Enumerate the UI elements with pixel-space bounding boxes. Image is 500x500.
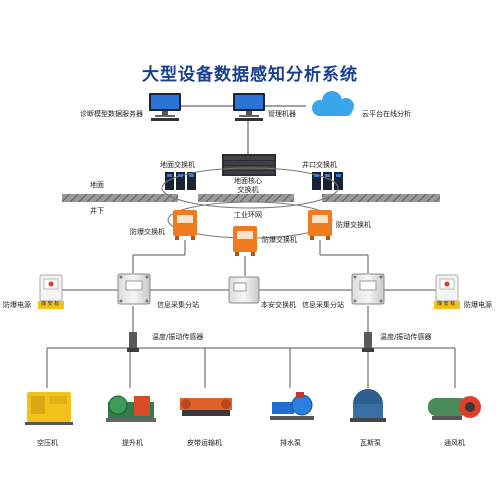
- cloud-label: 云平台在线分析: [362, 110, 411, 118]
- wellhead-switch-icon: [312, 172, 343, 190]
- equipment-label-belt-conveyor: 皮带运输机: [187, 439, 222, 447]
- equipment-label-drainage-pump: 排水泵: [280, 439, 301, 447]
- ground-ring: [161, 167, 339, 209]
- sensor-left-icon: [127, 332, 139, 352]
- explosion-proof-switch-center-icon: [233, 226, 257, 256]
- power-supply-left-icon: [38, 274, 64, 309]
- sensor-right-icon: [362, 332, 374, 352]
- intrinsic-safe-switch-icon: [228, 276, 260, 304]
- hoist-icon: [106, 395, 156, 422]
- downlink-lines: [46, 240, 456, 388]
- equipment-label-air-compressor: 空压机: [37, 439, 58, 447]
- sensor-left-label: 温度/振动传感器: [152, 333, 204, 341]
- core-switch-rack-icon: [222, 154, 276, 176]
- acquisition-station-left-label: 信息采集分站: [157, 301, 199, 309]
- ground-switch-icon: [165, 172, 196, 190]
- power-supply-right-icon: [434, 274, 460, 309]
- equipment-label-ventilator: 通风机: [444, 439, 465, 447]
- explosion-proof-switch-right-label: 防爆交换机: [336, 221, 371, 229]
- explosion-proof-switch-right-icon: [308, 210, 332, 240]
- equipment-label-hoist: 提升机: [122, 439, 143, 447]
- ventilator-icon: [428, 396, 481, 420]
- belt-conveyor-icon: [180, 398, 232, 416]
- diagnostic-server-icon: [149, 93, 181, 121]
- acquisition-station-right-icon: [351, 273, 385, 305]
- core-switch-label: 地面核心 交换机: [234, 177, 262, 195]
- diagnostic-server-label: 诊断模型数据服务器: [80, 110, 143, 118]
- explosion-proof-switch-left-label: 防爆交换机: [130, 228, 165, 236]
- ground-below-label: 井下: [90, 207, 104, 215]
- air-compressor-icon: [25, 392, 73, 425]
- power-supply-right-label: 防爆电源: [464, 301, 492, 309]
- industrial-ring-label: 工业环网: [234, 211, 262, 219]
- ground-level-bar: [62, 194, 440, 202]
- ground-switch-label: 地面交换机: [160, 161, 195, 169]
- admin-label: 管理机器: [268, 110, 296, 118]
- page-title: 大型设备数据感知分析系统: [142, 65, 358, 85]
- admin-computer-icon: [233, 93, 265, 121]
- ground-above-label: 地面: [90, 181, 104, 189]
- wellhead-switch-label: 井口交换机: [302, 161, 337, 169]
- cloud-icon: [312, 91, 354, 116]
- drainage-pump-icon: [270, 392, 314, 420]
- acquisition-station-left-icon: [117, 273, 151, 305]
- gas-pump-icon: [350, 389, 386, 422]
- explosion-proof-switch-center-label: 防爆交换机: [262, 236, 297, 244]
- explosion-proof-switch-left-icon: [173, 210, 197, 240]
- intrinsic-safe-switch-label: 本安交换机: [261, 301, 296, 309]
- equipment-label-gas-pump: 瓦斯泵: [360, 439, 381, 447]
- sensor-right-label: 温度/振动传感器: [380, 333, 432, 341]
- power-box-text-right: 煤 安 标: [437, 301, 456, 307]
- acquisition-station-right-label: 信息采集分站: [302, 301, 344, 309]
- power-box-text-left: 煤 安 标: [41, 301, 60, 307]
- power-supply-left-label: 防爆电源: [3, 301, 31, 309]
